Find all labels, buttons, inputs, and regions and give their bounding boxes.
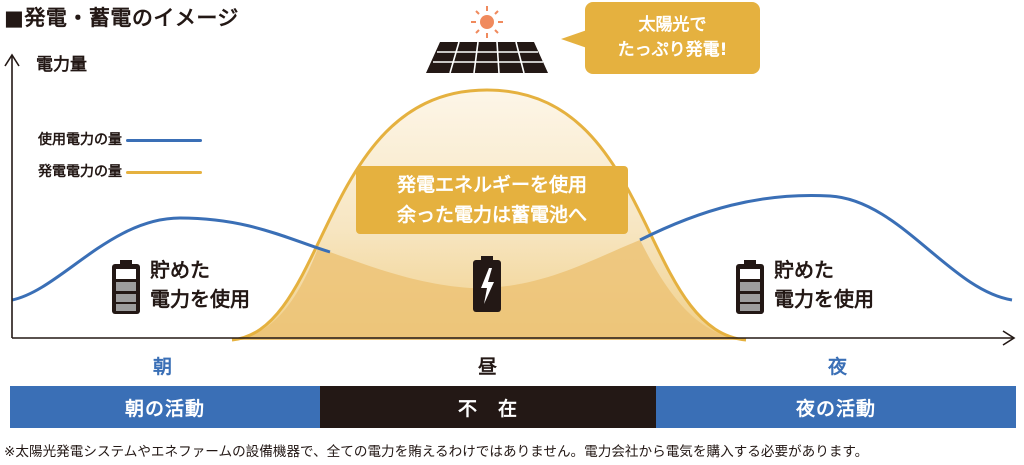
charging-battery-icon: [473, 256, 501, 312]
usage-curve-left: [11, 216, 331, 302]
bubble-line-2: たっぷり発電!: [617, 40, 728, 60]
stored-night-line-2: 電力を使用: [774, 287, 874, 311]
battery-icon: [736, 260, 764, 314]
sun-icon: [471, 6, 503, 38]
generation-line-2: 余った電力は蓄電池へ: [396, 204, 587, 226]
usage-curve-right: [639, 193, 1013, 302]
legend-generation-line: [126, 170, 202, 174]
time-label-night: 夜: [828, 356, 848, 378]
stored-morning-line-1: 貯めた: [150, 258, 210, 282]
activity-morning: 朝の活動: [10, 386, 320, 428]
solar-panel-icon: [426, 41, 548, 74]
stored-power-night: 貯めた 電力を使用: [774, 256, 874, 314]
stored-power-morning: 貯めた 電力を使用: [150, 256, 250, 314]
time-label-morning: 朝: [153, 356, 173, 378]
footnote: ※太陽光発電システムやエネファームの設備機器で、全ての電力を賄えるわけではありま…: [4, 444, 869, 460]
stored-night-line-1: 貯めた: [774, 258, 834, 282]
time-label-noon: 昼: [478, 356, 498, 378]
bubble-line-1: 太陽光で: [638, 15, 707, 35]
speech-bubble-tail: [561, 30, 587, 48]
legend-usage-label: 使用電力の量: [38, 132, 122, 148]
speech-bubble: 太陽光で たっぷり発電!: [585, 2, 760, 74]
activity-absent: 不 在: [320, 386, 656, 428]
legend-generation: 発電電力の量: [38, 161, 202, 181]
page-title: ■発電・蓄電のイメージ: [4, 6, 239, 30]
legend-usage-line: [126, 138, 202, 142]
activity-night: 夜の活動: [656, 386, 1016, 428]
battery-icon: [112, 260, 140, 314]
legend-usage: 使用電力の量: [38, 129, 202, 149]
y-axis-label: 電力量: [36, 55, 87, 75]
generation-curve: [231, 88, 747, 342]
y-axis-arrow: [4, 53, 20, 67]
stored-morning-line-2: 電力を使用: [150, 287, 250, 311]
x-axis-arrow: [1002, 330, 1016, 346]
generation-line-1: 発電エネルギーを使用: [396, 174, 587, 196]
legend-generation-label: 発電電力の量: [38, 164, 122, 180]
generation-message: 発電エネルギーを使用 余った電力は蓄電池へ: [356, 166, 628, 234]
